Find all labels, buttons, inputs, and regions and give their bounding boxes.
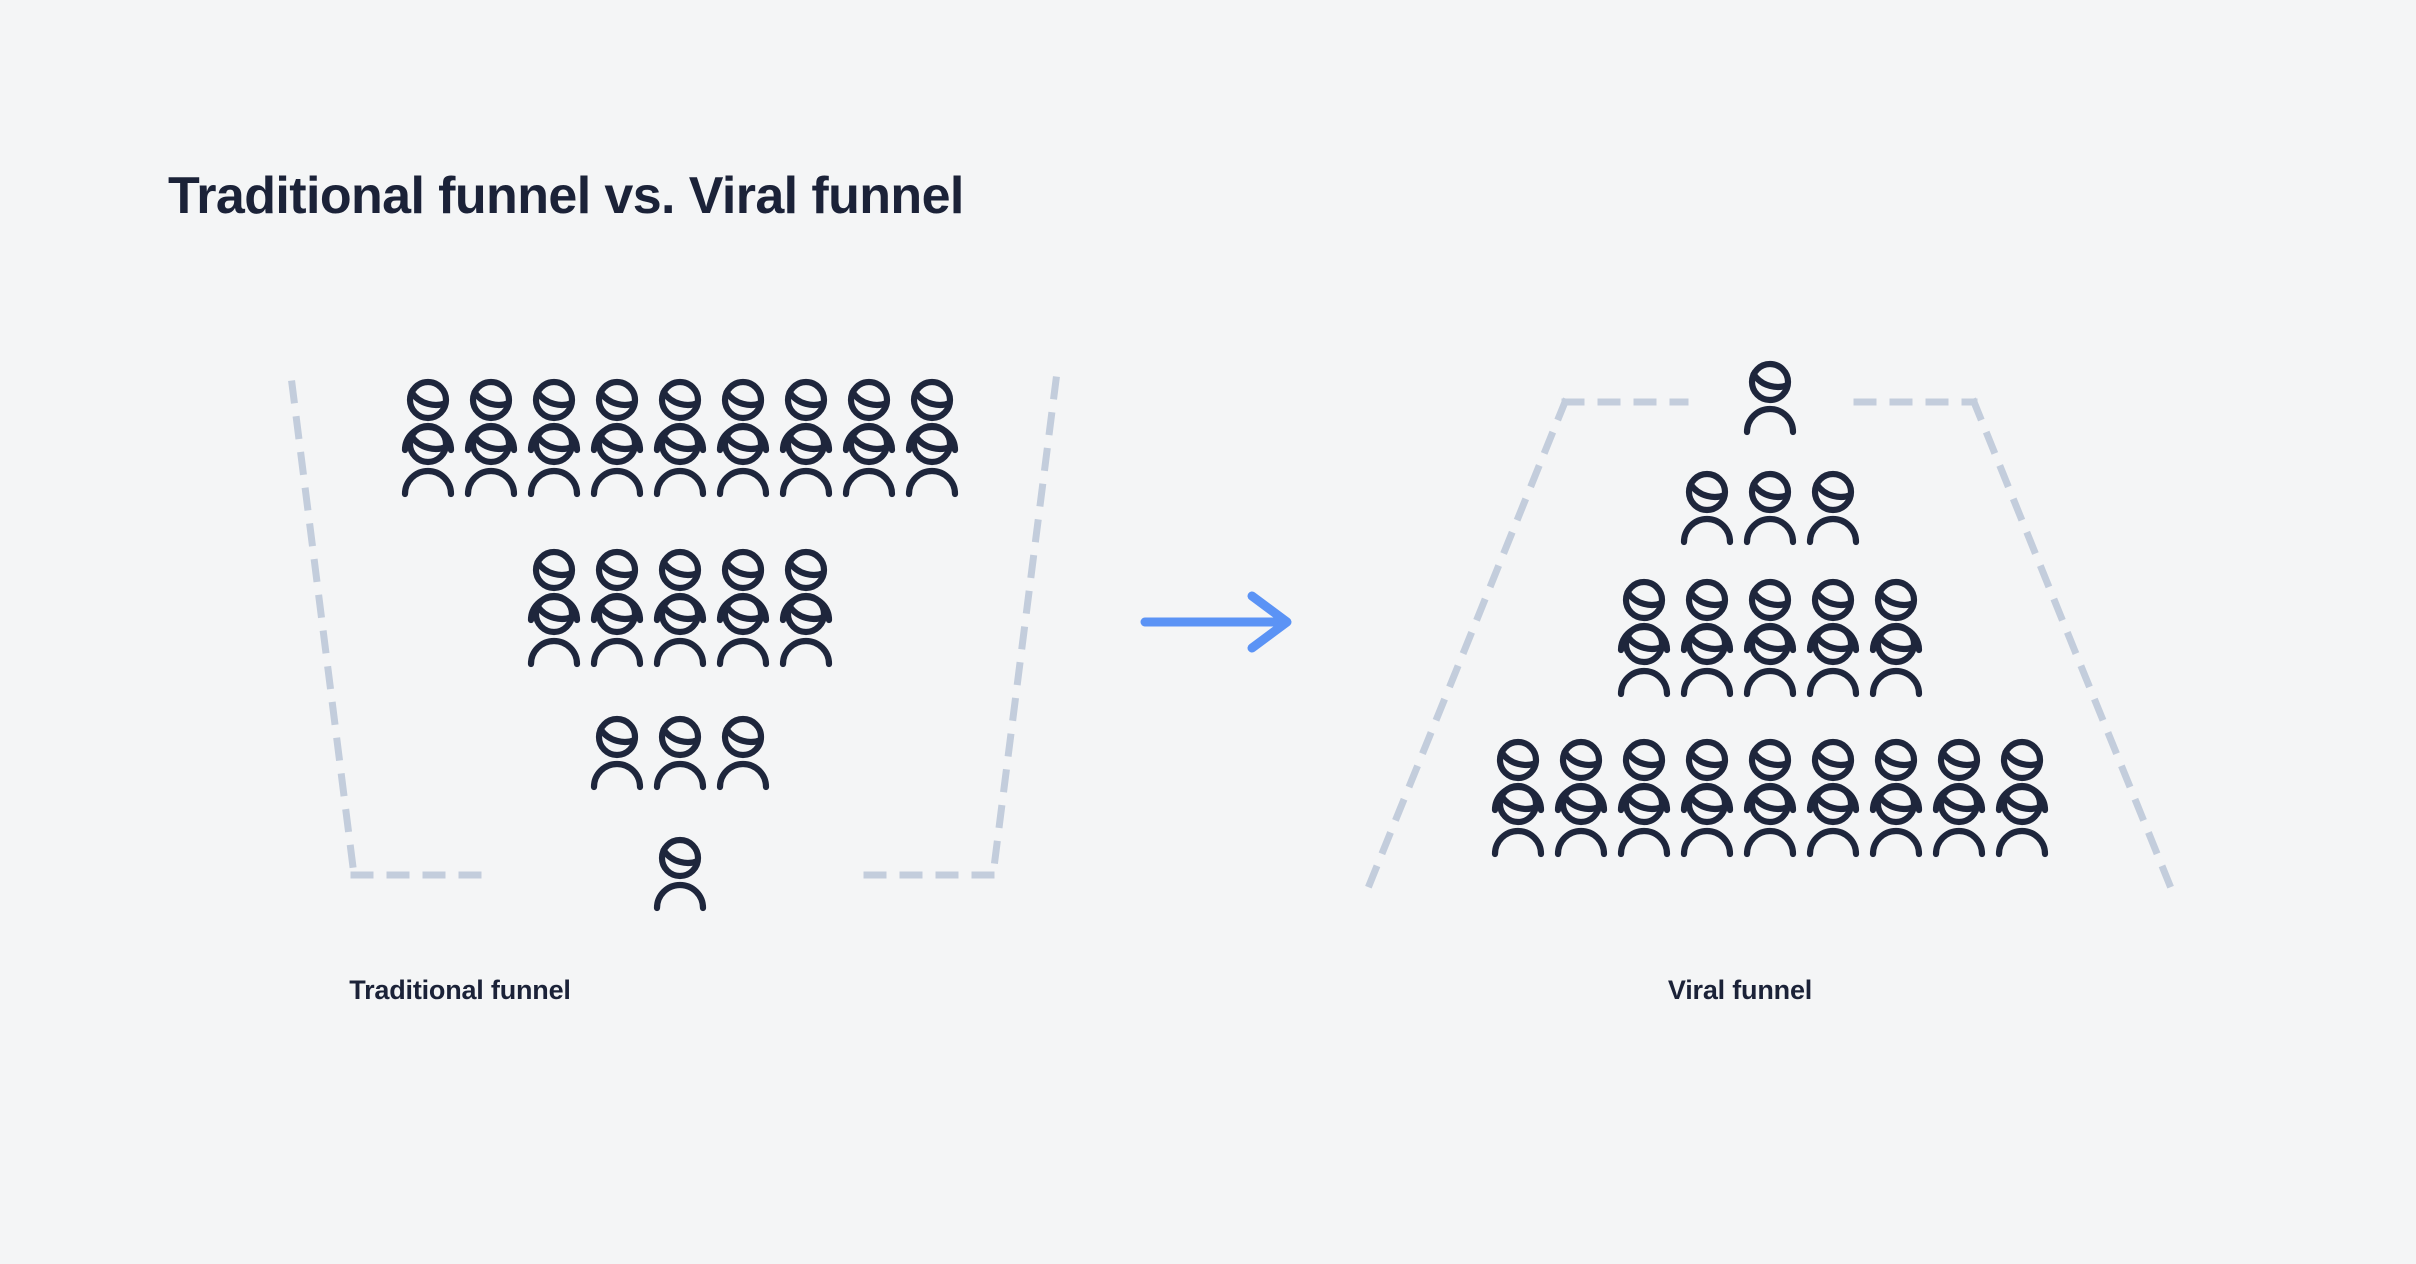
people-row: [1330, 782, 2210, 858]
people-row: [240, 715, 1120, 791]
right-arrow-icon: [1140, 591, 1300, 653]
people-row: [1330, 470, 2210, 546]
person-icon: [1680, 470, 1734, 546]
person-icon: [590, 422, 644, 498]
person-icon: [590, 592, 644, 668]
person-icon: [527, 592, 581, 668]
person-icon: [1806, 622, 1860, 698]
person-icon: [401, 422, 455, 498]
person-icon: [1932, 782, 1986, 858]
person-icon: [1743, 470, 1797, 546]
traditional-funnel-caption: Traditional funnel: [349, 975, 571, 1005]
person-icon: [1617, 622, 1671, 698]
page-title: Traditional funnel vs. Viral funnel: [168, 167, 964, 225]
person-icon: [1554, 782, 1608, 858]
person-icon: [779, 592, 833, 668]
traditional-funnel-group: [240, 360, 1120, 920]
person-icon: [905, 422, 959, 498]
viral-funnel-people: [1330, 360, 2210, 920]
person-icon: [716, 592, 770, 668]
person-icon: [1491, 782, 1545, 858]
person-icon: [1995, 782, 2049, 858]
person-icon: [590, 715, 644, 791]
people-row: [240, 378, 1120, 454]
people-row: [240, 592, 1120, 668]
person-icon: [1680, 782, 1734, 858]
person-icon: [1680, 622, 1734, 698]
viral-funnel-group: [1330, 360, 2210, 920]
person-icon: [653, 422, 707, 498]
person-icon: [842, 422, 896, 498]
people-row: [1330, 622, 2210, 698]
person-icon: [1743, 622, 1797, 698]
person-icon: [716, 422, 770, 498]
person-icon: [1806, 470, 1860, 546]
person-icon: [1869, 782, 1923, 858]
person-icon: [1743, 360, 1797, 436]
person-icon: [527, 422, 581, 498]
person-icon: [1617, 782, 1671, 858]
person-icon: [1806, 782, 1860, 858]
viral-funnel-caption: Viral funnel: [1667, 975, 1813, 1005]
traditional-funnel-people: [240, 360, 1120, 920]
person-icon: [1869, 622, 1923, 698]
people-row: [240, 836, 1120, 912]
person-icon: [653, 592, 707, 668]
person-icon: [779, 422, 833, 498]
person-icon: [653, 836, 707, 912]
person-icon: [464, 422, 518, 498]
person-icon: [653, 715, 707, 791]
people-row: [1330, 360, 2210, 436]
person-icon: [716, 715, 770, 791]
people-row: [240, 422, 1120, 498]
person-icon: [1743, 782, 1797, 858]
